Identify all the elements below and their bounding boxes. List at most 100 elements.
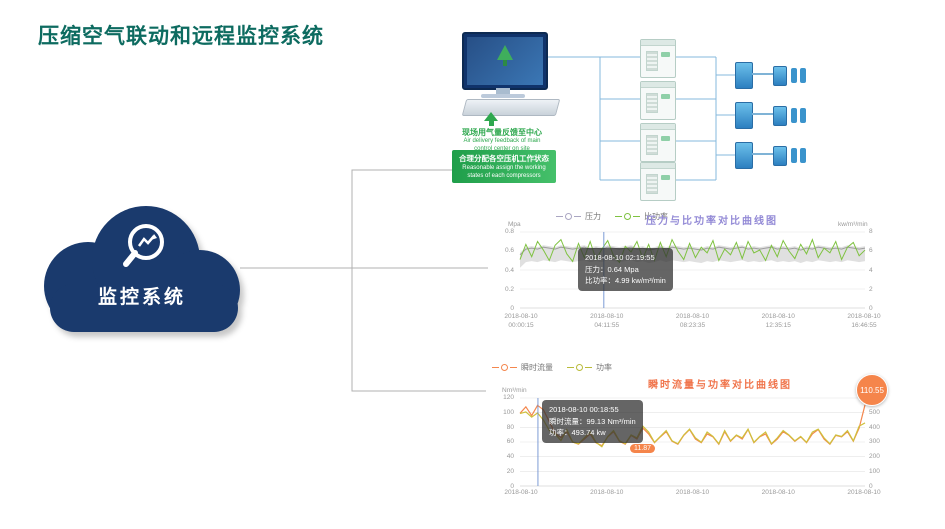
monitoring-cloud: 监控系统: [28, 198, 256, 350]
chart1-plot[interactable]: [519, 231, 866, 309]
x-tick-label: 2018-08-10 12:35:15: [761, 313, 795, 329]
series-line-功率[interactable]: [519, 411, 866, 448]
legend-item-specific-power[interactable]: 比功率: [615, 211, 668, 222]
x-tick-label: 2018-08-10: [675, 489, 710, 496]
air-treatment-icon: [735, 100, 813, 130]
chart2-plot[interactable]: [519, 397, 866, 487]
chart2-x-axis: 2018-08-10 2018-08-10 2018-08-10 2018-08-10…: [490, 489, 895, 498]
compressor-icon: [640, 162, 676, 201]
legend-marker-icon: [565, 213, 572, 220]
legend-marker-icon: [576, 364, 583, 371]
feedback-note-en: Air delivery feedback of main control ce…: [437, 137, 567, 153]
legend-item-pressure[interactable]: 压力: [556, 211, 601, 222]
chart1-right-axis-unit: kw/m³/min: [838, 221, 868, 228]
legend-marker-icon: [501, 364, 508, 371]
y-tick-label: 6: [869, 247, 873, 255]
y-tick-label: 80: [506, 423, 514, 431]
y-tick-label: 60: [506, 438, 514, 446]
chart1-x-axis: 2018-08-10 00:00:15 2018-08-10 04:11:55 20…: [490, 313, 895, 331]
chart1-right-axis: 8 6 4 2 0: [869, 228, 893, 312]
y-tick-label: 0: [869, 305, 873, 312]
y-tick-label: 0.8: [504, 228, 514, 235]
chart2-title: 瞬时流量与功率对比曲线图: [648, 380, 792, 391]
legend-marker-icon: [624, 213, 631, 220]
legend-label: 功率: [596, 363, 612, 372]
tree-icon: [497, 45, 513, 60]
y-tick-label: 400: [869, 423, 880, 431]
compressor-icon: [640, 39, 676, 78]
magnifier-icon: [123, 224, 164, 267]
feedback-note-en-line1: Air delivery feedback of main: [463, 138, 541, 144]
chart2-plot-area[interactable]: [519, 397, 866, 487]
series-line-压力[interactable]: [519, 246, 866, 256]
legend-label: 比功率: [644, 212, 668, 221]
y-tick-label: 100: [869, 468, 880, 476]
assign-note-en-line1: Reasonable assign the working: [462, 165, 546, 171]
chart1-legend: 压力 比功率: [556, 211, 668, 222]
page-title: 压缩空气联动和远程监控系统: [38, 25, 324, 48]
tooltip-pressure: 压力：0.64 Mpa: [585, 264, 639, 274]
monitor-screen: [467, 37, 543, 85]
chart2-left-axis-unit: Nm³/min: [502, 387, 527, 394]
y-tick-label: 500: [869, 408, 880, 416]
x-tick-label: 2018-08-10 08:23:35: [675, 313, 710, 329]
x-tick-label: 2018-08-10: [590, 489, 624, 496]
keyboard-icon: [461, 99, 561, 116]
chart1-tooltip: 2018-08-10 02:19:55 压力：0.64 Mpa 比功率：4.99…: [578, 248, 673, 291]
y-tick-label: 0: [869, 482, 873, 490]
series-line-比功率[interactable]: [519, 238, 866, 264]
y-tick-label: 40: [506, 453, 514, 461]
assign-note-en: Reasonable assign the working states of …: [454, 164, 554, 180]
y-tick-label: 8: [869, 228, 873, 235]
x-tick-label: 2018-08-10 00:00:15: [504, 313, 538, 329]
legend-label: 压力: [585, 212, 601, 221]
assign-note-en-line2: states of each compressors: [467, 173, 541, 180]
cloud-shape: [44, 206, 240, 332]
chart2-legend: 瞬时流量 功率: [492, 362, 612, 373]
tooltip-power: 功率：493.74 kw: [549, 428, 606, 438]
cloud-label: 监控系统: [97, 287, 186, 308]
x-tick-label: 2018-08-10 04:11:55: [590, 313, 624, 329]
y-tick-label: 300: [869, 438, 880, 446]
tooltip-time: 2018-08-10 02:19:55: [585, 253, 655, 262]
feedback-note-cn: 现场用气量反馈至中心: [462, 128, 542, 137]
max-value-badge: 110.55: [856, 374, 888, 406]
y-tick-label: 0.2: [504, 285, 514, 293]
chart1-title: 压力与比功率对比曲线图: [646, 216, 778, 227]
legend-item-power[interactable]: 功率: [567, 362, 612, 373]
y-tick-label: 0.6: [504, 247, 514, 255]
tree-trunk: [503, 60, 507, 66]
monitor-stand: [496, 88, 510, 95]
chart1-plot-area[interactable]: [519, 231, 866, 309]
air-treatment-icon: [735, 140, 813, 170]
legend-label: 瞬时流量: [521, 363, 553, 372]
y-tick-label: 120: [503, 394, 514, 401]
feedback-note-en-line2: control center on site: [437, 145, 567, 153]
chart2-right-axis: 6005004003002001000: [869, 394, 893, 490]
x-tick-label: 2018-08-10: [761, 489, 795, 496]
monitor-base: [481, 94, 525, 98]
tooltip-specific-power: 比功率：4.99 kw/m³/min: [585, 276, 666, 286]
y-tick-label: 20: [506, 468, 514, 476]
compressor-icon: [640, 123, 676, 162]
legend-item-flow[interactable]: 瞬时流量: [492, 362, 553, 373]
up-arrow-icon: [480, 112, 502, 126]
assign-note-box: 合理分配各空压机工作状态 Reasonable assign the worki…: [452, 150, 556, 184]
y-tick-label: 0.4: [504, 266, 514, 274]
x-tick-label: 2018-08-10 16:46:55: [847, 313, 881, 329]
point-value-label: 11.87: [630, 444, 655, 453]
y-tick-label: 2: [869, 285, 873, 293]
air-treatment-icon: [735, 60, 813, 90]
y-tick-label: 4: [869, 266, 873, 274]
x-tick-label: 2018-08-10: [504, 489, 538, 496]
tooltip-time: 2018-08-10 00:18:55: [549, 405, 619, 414]
chart1-left-axis-unit: Mpa: [508, 221, 521, 228]
y-tick-label: 100: [503, 408, 514, 416]
tooltip-flow: 瞬时流量：99.13 Nm³/min: [549, 416, 636, 426]
chart2-tooltip: 2018-08-10 00:18:55 瞬时流量：99.13 Nm³/min 功…: [542, 400, 643, 443]
x-tick-label: 2018-08-10: [847, 489, 881, 496]
compressor-icon: [640, 81, 676, 120]
